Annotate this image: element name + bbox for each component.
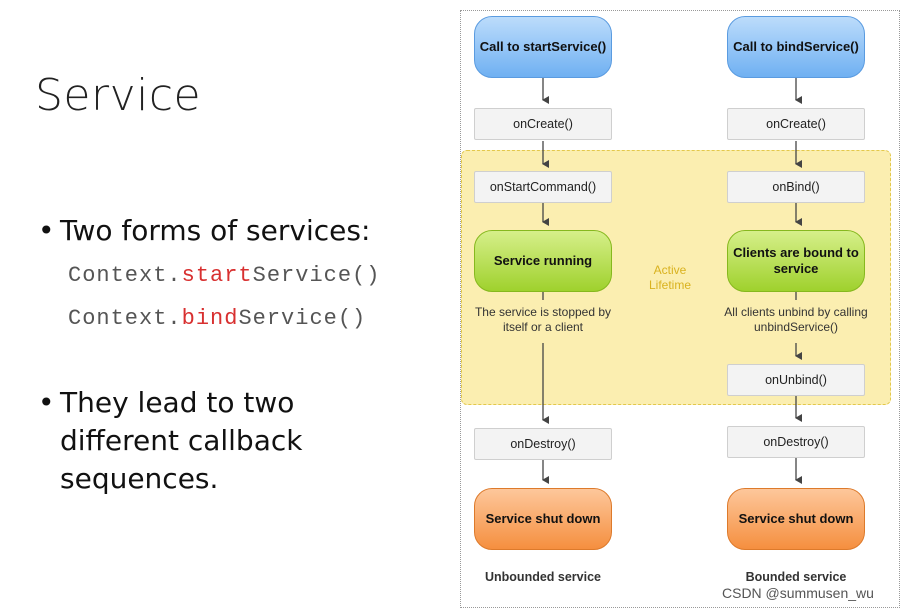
bounded-service-caption: Bounded service [745,570,847,584]
code-highlight: bind [181,306,239,331]
bullet-two-forms: •Two forms of services: [38,212,370,250]
code-bind-service: Context.bindService() [68,306,366,331]
bullet-text: Two forms of services: [60,214,371,247]
on-unbind-node: onUnbind() [727,364,865,396]
bullet-dot: • [38,386,55,419]
code-start-service: Context.startService() [68,263,380,288]
right-on-create-node: onCreate() [727,108,865,140]
slide-title: Service [35,70,202,121]
call-bind-service-node: Call to bindService() [727,16,865,78]
right-unbind-note: All clients unbind by calling unbindServ… [724,305,868,334]
left-stop-note: The service is stopped by itself or a cl… [474,305,612,334]
unbounded-service-caption: Unbounded service [485,570,601,584]
watermark: CSDN @summusen_wu [722,585,874,601]
right-shut-down-node: Service shut down [727,488,865,550]
on-start-command-node: onStartCommand() [474,171,612,203]
clients-bound-node: Clients are bound to service [727,230,865,292]
code-prefix: Context. [68,263,182,288]
bullet-callback-sequences: •They lead to two different callback seq… [38,384,368,498]
bullet-dot: • [38,214,55,247]
code-suffix: Service() [252,263,381,288]
code-prefix: Context. [68,306,182,331]
left-on-destroy-node: onDestroy() [474,428,612,460]
left-on-create-node: onCreate() [474,108,612,140]
left-shut-down-node: Service shut down [474,488,612,550]
bullet-text: They lead to two different callback sequ… [60,386,303,495]
right-on-destroy-node: onDestroy() [727,426,865,458]
call-start-service-node: Call to startService() [474,16,612,78]
service-lifecycle-diagram [460,10,900,608]
on-bind-node: onBind() [727,171,865,203]
code-highlight: start [181,263,253,288]
service-running-node: Service running [474,230,612,292]
active-lifetime-label: Active Lifetime [648,263,692,292]
code-suffix: Service() [238,306,367,331]
